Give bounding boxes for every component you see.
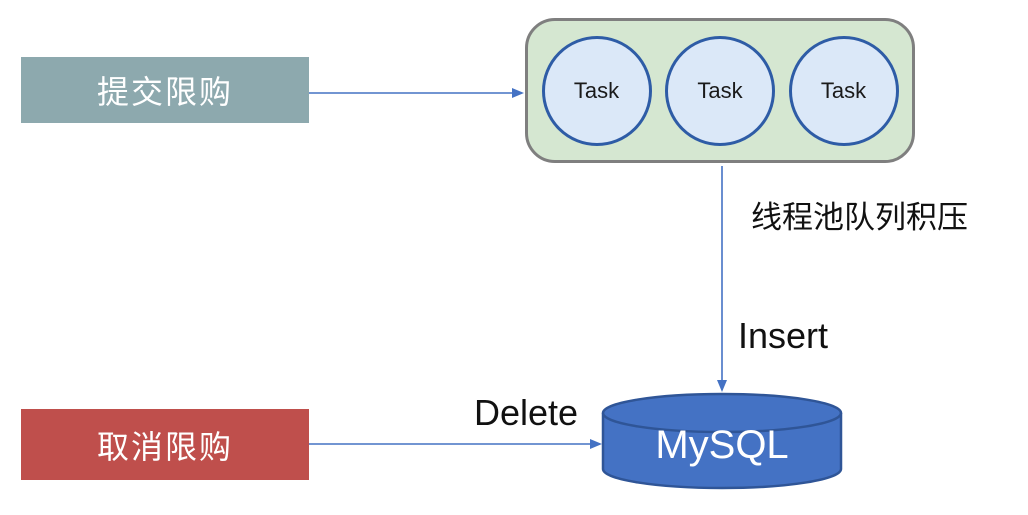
task-circle: Task <box>665 35 775 146</box>
label-insert: Insert <box>738 315 829 356</box>
label-delete: Delete <box>474 392 579 433</box>
node-cancel-limit-box: 取消限购 <box>21 409 309 480</box>
node-thread-pool-queue: Task Task Task <box>525 18 915 163</box>
node-mysql-label: MySQL <box>655 423 789 467</box>
task-circle: Task <box>788 35 899 146</box>
node-submit-limit-box: 提交限购 <box>21 57 309 123</box>
label-thread-pool-queue-backlog: 线程池队列积压 <box>751 200 968 235</box>
task-circle: Task <box>541 35 652 146</box>
database-cylinder-icon <box>601 392 843 490</box>
